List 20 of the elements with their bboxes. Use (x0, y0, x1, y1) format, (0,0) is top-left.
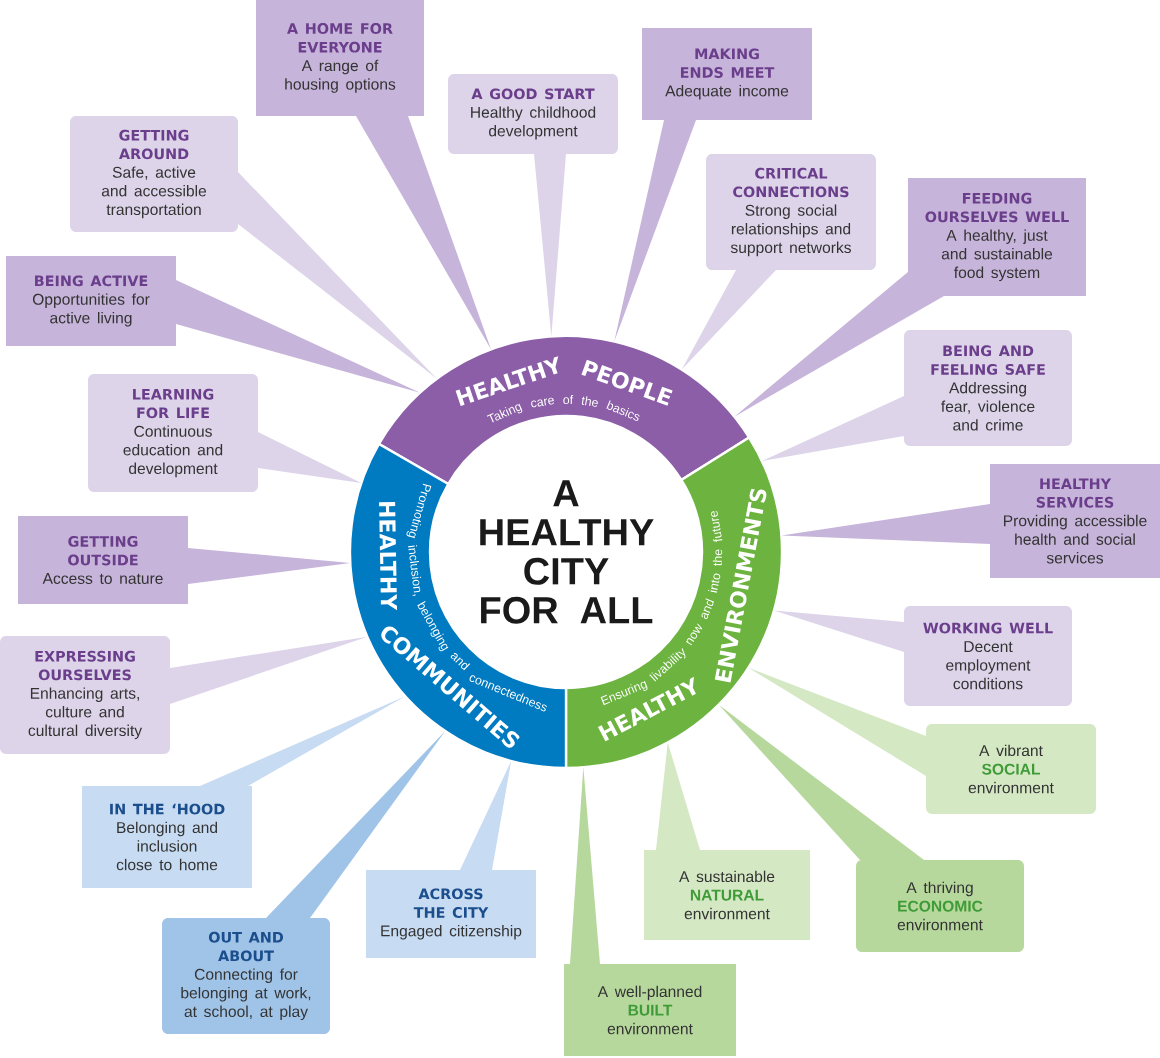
callout-pointer (718, 704, 924, 860)
callout-pointer (773, 610, 904, 652)
callout-pointer (781, 503, 990, 544)
callout-pointer (266, 731, 446, 918)
callout-pointer (258, 431, 362, 484)
callout-pointer (176, 280, 421, 393)
callout-pointer (534, 154, 566, 337)
callout-pointer (460, 760, 512, 870)
callout-pointer (238, 171, 437, 379)
callout-pointer (614, 120, 696, 342)
callout-pointer (188, 547, 351, 584)
callout-pointer (570, 767, 600, 964)
callout-pointer (761, 396, 904, 461)
callout-pointer (681, 270, 776, 370)
callout-pointer (200, 696, 406, 786)
callout-pointer (656, 742, 700, 850)
callout-pointer (356, 116, 492, 350)
callout-pointer (748, 667, 926, 776)
callout-pointer (734, 272, 944, 417)
callout-pointer (170, 636, 368, 704)
